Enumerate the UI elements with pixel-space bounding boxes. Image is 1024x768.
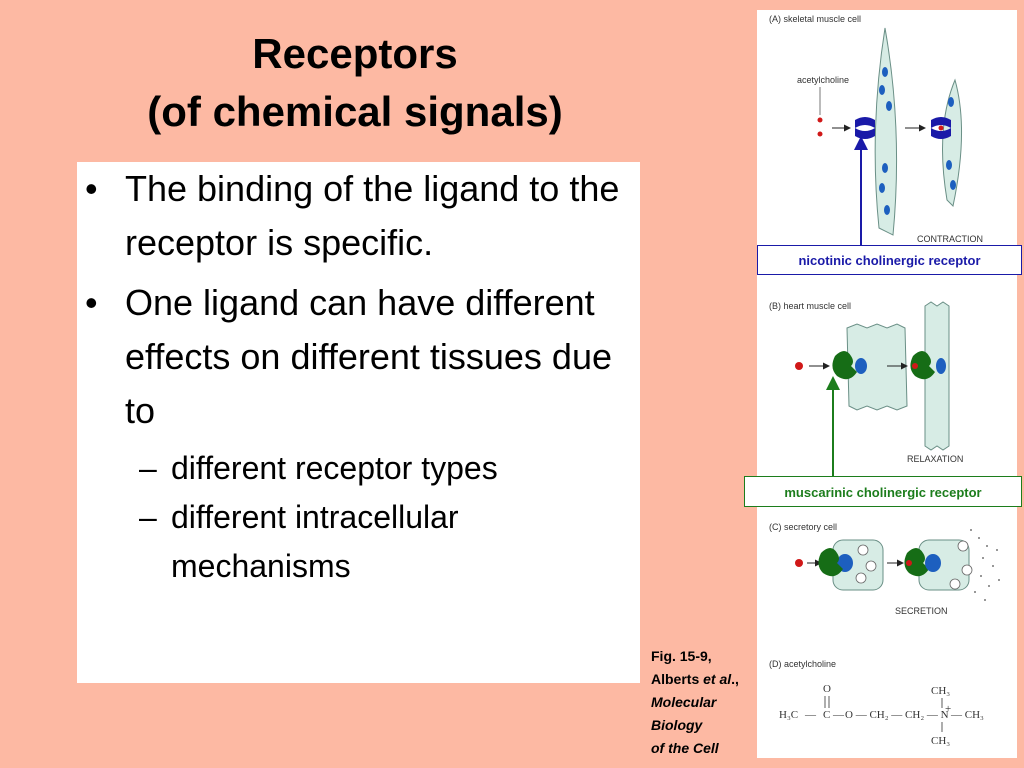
receptor-figure: (A) skeletal muscle cell acetylcholine C… bbox=[757, 10, 1017, 758]
muscarinic-receptor-icon bbox=[818, 548, 843, 577]
sub-bullet-item-1: – different receptor types bbox=[77, 444, 640, 493]
secretion-dots bbox=[970, 529, 1000, 601]
chem-dash: — bbox=[804, 709, 817, 721]
citation-line-2: Alberts et al., bbox=[651, 668, 759, 691]
relaxation-label: RELAXATION bbox=[907, 454, 963, 464]
bullet-text: The binding of the ligand to the recepto… bbox=[125, 168, 620, 263]
citation-line-3: Molecular bbox=[651, 694, 717, 710]
citation-author: Alberts bbox=[651, 671, 704, 687]
bullet-text: One ligand can have different effects on… bbox=[125, 282, 612, 431]
title-line-2: (of chemical signals) bbox=[147, 88, 563, 135]
muscarinic-receptor-callout: muscarinic cholinergic receptor bbox=[744, 476, 1022, 507]
bullet-item-2: • One ligand can have different effects … bbox=[77, 276, 640, 438]
ligand-dot bbox=[817, 131, 823, 137]
chem-carbonyl-o: O bbox=[823, 683, 831, 695]
panel-d-label: (D) acetylcholine bbox=[769, 659, 836, 669]
muscarinic-receptor-icon bbox=[832, 351, 857, 380]
chem-chain: O — CH₂ — CH₂ — N bbox=[845, 709, 949, 721]
ligand-dot bbox=[817, 117, 823, 123]
panel-a-label: (A) skeletal muscle cell bbox=[769, 14, 861, 24]
citation-line-1: Fig. 15-9, bbox=[651, 648, 712, 664]
bullet-text-box: • The binding of the ligand to the recep… bbox=[77, 162, 640, 683]
sub-bullet-list: – different receptor types – different i… bbox=[77, 444, 640, 591]
ligand-dot bbox=[795, 362, 803, 370]
chem-ch3-right: — CH₃ bbox=[950, 709, 984, 721]
chem-ch3-top: CH₃ bbox=[931, 685, 950, 697]
panel-c-label: (C) secretory cell bbox=[769, 522, 837, 532]
contracted-muscle-cell bbox=[942, 78, 962, 208]
secretion-label: SECRETION bbox=[895, 606, 948, 616]
sub-bullet-text: different receptor types bbox=[171, 450, 498, 486]
citation-line-5: of the Cell bbox=[651, 740, 719, 756]
chem-dash: — bbox=[832, 709, 845, 721]
relaxed-heart-muscle-cell bbox=[924, 301, 950, 451]
heart-muscle-cell bbox=[846, 323, 908, 411]
citation-line-4: Biology bbox=[651, 717, 703, 733]
bullet-item-1: • The binding of the ligand to the recep… bbox=[77, 162, 640, 270]
contraction-label: CONTRACTION bbox=[917, 234, 983, 244]
figure-citation: Fig. 15-9, Alberts et al., Molecular Bio… bbox=[651, 645, 759, 760]
receptor-figure-drawing: (A) skeletal muscle cell acetylcholine C… bbox=[769, 14, 1000, 747]
ligand-dot bbox=[795, 559, 803, 567]
slide-title: Receptors (of chemical signals) bbox=[60, 25, 650, 141]
acetylcholine-label: acetylcholine bbox=[797, 75, 849, 85]
chem-h3c: H₃C bbox=[779, 709, 798, 721]
panel-b-label: (B) heart muscle cell bbox=[769, 301, 851, 311]
chem-charge: + bbox=[945, 703, 951, 715]
title-line-1: Receptors bbox=[252, 30, 458, 77]
skeletal-muscle-cell bbox=[874, 27, 898, 236]
chem-ch3-bottom: CH₃ bbox=[931, 735, 950, 747]
nicotinic-receptor-icon bbox=[855, 117, 875, 128]
sub-bullet-marker: – bbox=[139, 450, 157, 486]
bullet-marker: • bbox=[85, 168, 98, 209]
sub-bullet-marker: – bbox=[139, 499, 157, 535]
chem-carbon: C bbox=[823, 709, 830, 721]
sub-bullet-text: different intracellular mechanisms bbox=[171, 499, 459, 584]
bullet-list: • The binding of the ligand to the recep… bbox=[77, 162, 640, 438]
citation-punct: ., bbox=[731, 671, 739, 687]
bullet-marker: • bbox=[85, 282, 98, 323]
sub-bullet-item-2: – different intracellular mechanisms bbox=[77, 493, 640, 591]
nicotinic-receptor-callout: nicotinic cholinergic receptor bbox=[757, 245, 1022, 275]
citation-et-al: et al bbox=[703, 671, 732, 687]
